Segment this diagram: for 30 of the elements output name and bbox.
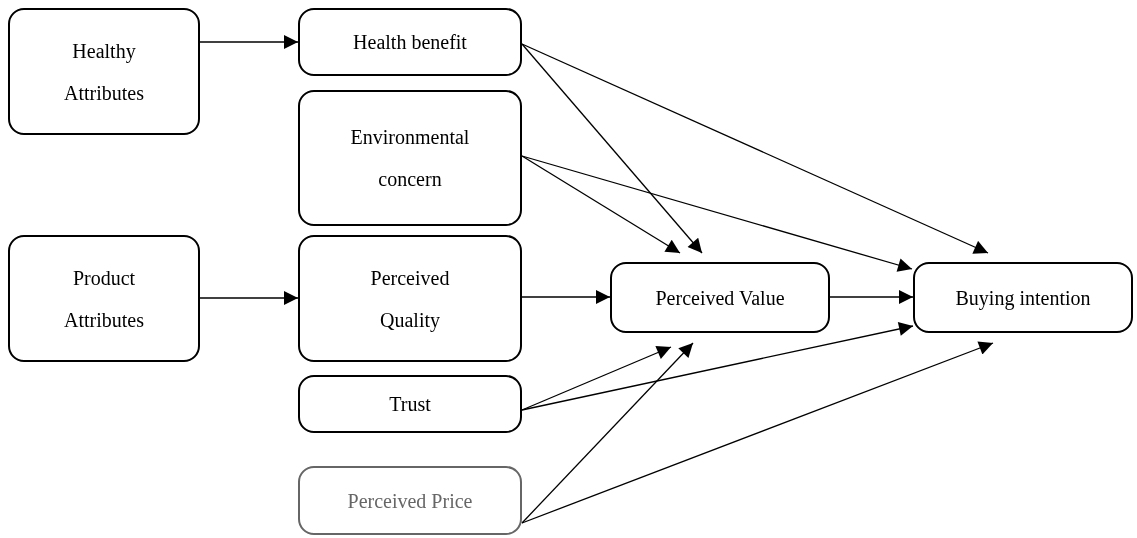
node-label: Trust [389,392,431,417]
arrow [521,43,989,254]
arrow [521,322,914,411]
arrow [521,341,994,524]
arrow [521,155,913,272]
node-label: Perceived Price [347,488,473,514]
process-box [913,262,1133,333]
node-label: Environmental concern [349,125,471,192]
node-label: Buying intention [955,285,1091,312]
process-box [298,90,522,226]
node-label: Healthy Attributes [63,38,145,106]
node-label: Health benefit [353,30,467,55]
node-label: Perceived Value [655,285,785,311]
process-box [298,235,522,362]
arrow [521,155,681,254]
arrow [521,342,694,524]
node-label: Product Attributes [63,265,145,333]
process-box [8,235,200,362]
arrow [829,290,914,304]
arrow [521,43,703,254]
node-label: Perceived Quality [369,265,451,334]
arrow [199,291,299,305]
process-box [8,8,200,135]
process-box [298,466,522,535]
process-box [298,8,522,76]
process-box [610,262,830,333]
arrow [521,290,611,304]
arrow [521,346,672,411]
arrow [199,35,299,49]
process-box [298,375,522,433]
